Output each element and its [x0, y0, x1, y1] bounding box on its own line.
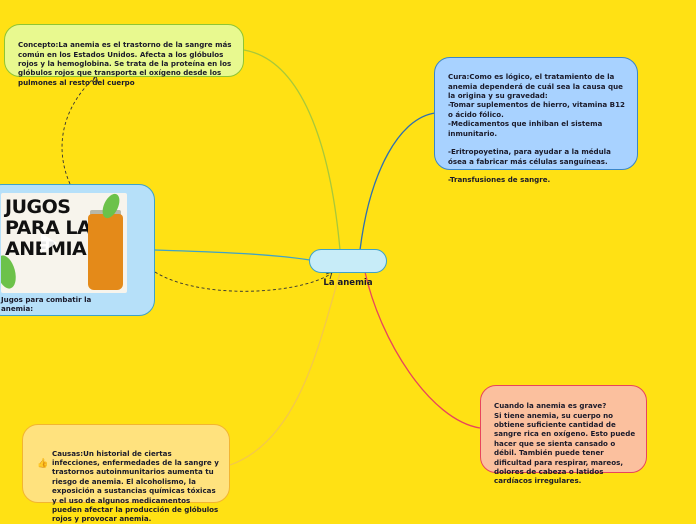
dashed-link-top [61, 76, 96, 185]
video-thumbnail[interactable]: JUGOS PARA LA ANEMIA [1, 193, 127, 293]
dashed-link-bottom [154, 271, 333, 292]
central-topic-label: La anemia [323, 278, 373, 288]
concepto-text: Concepto:La anemia es el trastorno de la… [18, 40, 232, 87]
link-cura [359, 112, 436, 251]
link-grave [364, 271, 481, 429]
grave-text: Cuando la anemia es grave? Si tiene anem… [494, 401, 636, 486]
jugos-node[interactable]: JUGOS PARA LA ANEMIA Jugos para combatir… [0, 184, 155, 316]
causas-node[interactable]: 👍 Causas:Un historial de ciertas infecci… [22, 424, 230, 523]
concepto-node[interactable]: Concepto:La anemia es el trastorno de la… [4, 24, 244, 87]
cura-node[interactable]: Cura:Como es lógico, el tratamiento de l… [434, 57, 638, 184]
grave-node[interactable]: Cuando la anemia es grave? Si tiene anem… [480, 385, 647, 485]
link-concepto [243, 49, 341, 251]
jugos-caption: Jugos para combatir la anemia: [1, 295, 92, 314]
juice-jar [88, 214, 123, 290]
thumbs-up-icon: 👍 [37, 459, 49, 469]
link-jugos [154, 249, 311, 261]
link-causas [229, 272, 341, 466]
cura-text: Cura:Como es lógico, el tratamiento de l… [448, 72, 625, 185]
causas-text: Causas:Un historial de ciertas infeccion… [52, 448, 219, 524]
play-icon[interactable] [41, 233, 57, 253]
central-topic[interactable]: La anemia [309, 249, 387, 288]
